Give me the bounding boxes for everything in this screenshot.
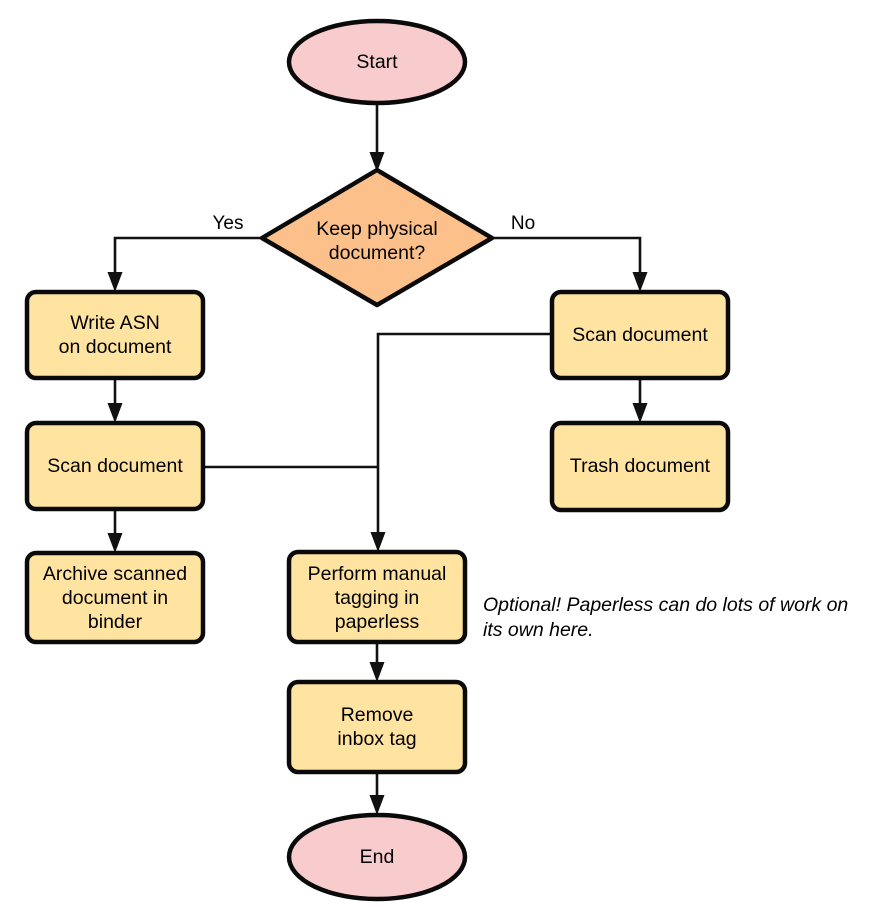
node-scan-document-left[interactable]: Scan document — [24, 420, 206, 512]
arrowhead-icon — [370, 532, 386, 552]
node-scan-document-right[interactable]: Scan document — [549, 289, 731, 381]
note-line-1: Optional! Paperless can do lots of work … — [483, 594, 848, 616]
edge-start-to-decision — [369, 104, 385, 172]
edge-manual-tagging-to-remove-inbox — [369, 642, 385, 682]
arrowhead-icon — [107, 272, 123, 292]
arrowhead-icon — [369, 152, 385, 172]
edge-decision-yes-to-write-asn — [107, 236, 262, 292]
edge-line — [492, 236, 642, 280]
trash-document-box[interactable] — [549, 420, 731, 513]
node-decision-label-line1: Keep physical — [316, 218, 437, 240]
node-write-asn-label-line2: on document — [59, 336, 172, 358]
edge-scan-right-to-trash — [632, 378, 648, 423]
write-asn-box[interactable] — [24, 289, 206, 381]
note-optional-paperless: Optional! Paperless can do lots of work … — [483, 594, 848, 641]
arrowhead-icon — [369, 795, 385, 815]
edge-write-asn-to-scan-left — [107, 378, 123, 423]
scan-document-right-box[interactable] — [549, 289, 731, 381]
node-archive-label-line1: Archive scanned — [43, 563, 187, 585]
node-scan-document-left-label: Scan document — [47, 455, 183, 477]
edge-label-yes: Yes — [213, 213, 244, 234]
node-write-asn[interactable]: Write ASN on document — [24, 289, 206, 381]
arrowhead-icon — [632, 272, 648, 292]
node-archive-scanned-document[interactable]: Archive scanned document in binder — [24, 550, 206, 645]
node-end-label: End — [360, 846, 395, 868]
end-ellipse[interactable] — [286, 812, 468, 902]
edge-line — [376, 332, 552, 540]
node-archive-label-line3: binder — [88, 611, 143, 633]
manual-tagging-box[interactable] — [286, 549, 468, 645]
start-ellipse[interactable] — [286, 18, 468, 106]
node-manual-tagging-label-line1: Perform manual — [308, 563, 447, 585]
node-start-label: Start — [356, 51, 398, 73]
edge-label-no: No — [511, 213, 535, 234]
node-perform-manual-tagging[interactable]: Perform manual tagging in paperless — [286, 549, 468, 645]
arrowhead-icon — [632, 403, 648, 423]
edge-line — [113, 236, 262, 280]
edge-remove-inbox-to-end — [369, 772, 385, 815]
edge-decision-no-to-scan-right — [492, 236, 648, 292]
note-line-2: its own here. — [483, 619, 594, 641]
node-remove-inbox-tag[interactable]: Remove inbox tag — [286, 679, 468, 775]
arrowhead-icon — [107, 403, 123, 423]
node-end[interactable]: End — [286, 812, 468, 902]
node-scan-document-right-label: Scan document — [572, 324, 708, 346]
node-write-asn-label-line1: Write ASN — [70, 312, 160, 334]
node-manual-tagging-label-line3: paperless — [335, 611, 420, 633]
archive-box[interactable] — [24, 550, 206, 645]
arrowhead-icon — [107, 533, 123, 553]
node-start[interactable]: Start — [286, 18, 468, 106]
remove-inbox-tag-box[interactable] — [286, 679, 468, 775]
decision-diamond[interactable] — [259, 167, 495, 308]
node-remove-inbox-label-line2: inbox tag — [337, 728, 416, 750]
node-decision-label-line2: document? — [329, 242, 426, 264]
node-trash-document[interactable]: Trash document — [549, 420, 731, 513]
scan-document-left-box[interactable] — [24, 420, 206, 512]
arrowhead-icon — [369, 662, 385, 682]
node-trash-document-label: Trash document — [570, 455, 711, 477]
node-remove-inbox-label-line1: Remove — [341, 704, 414, 726]
node-archive-label-line2: document in — [62, 587, 168, 609]
edge-scan-left-to-archive — [107, 509, 123, 553]
edge-scan-right-to-manual-tagging — [370, 332, 552, 552]
node-manual-tagging-label-line2: tagging in — [335, 587, 420, 609]
node-decision-keep-physical-document[interactable]: Keep physical document? — [259, 167, 495, 308]
